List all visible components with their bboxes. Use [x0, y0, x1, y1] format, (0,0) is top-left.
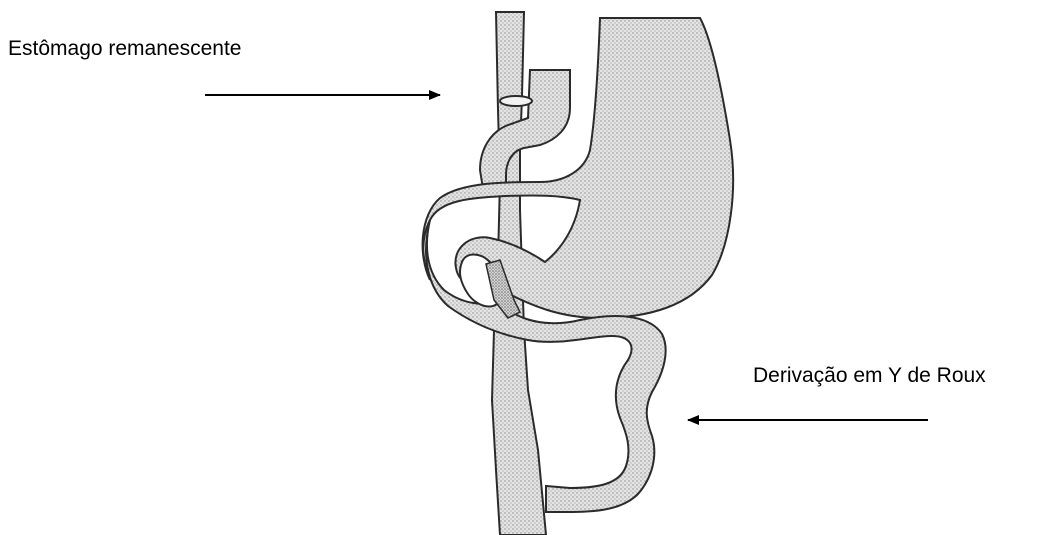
gastric-pouch — [480, 70, 570, 195]
remnant-stomach-label: Estômago remanescente — [8, 38, 241, 59]
roux-en-y-label: Derivação em Y de Roux — [753, 365, 986, 386]
staple-ring — [500, 96, 532, 106]
